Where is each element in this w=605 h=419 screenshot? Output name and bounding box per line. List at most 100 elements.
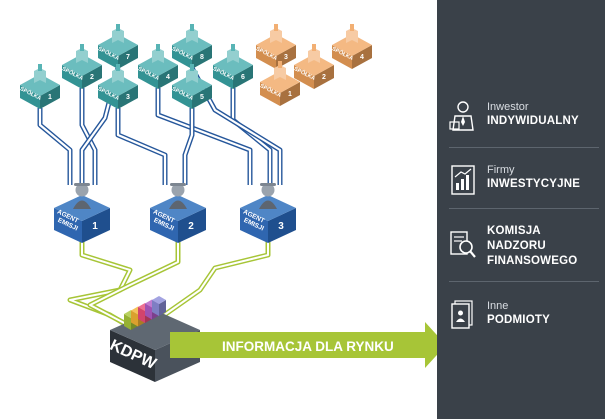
chimney	[116, 64, 120, 71]
company-face-top	[138, 54, 178, 76]
company-face-left	[294, 65, 314, 89]
company-face-top	[98, 74, 138, 96]
recipient-firms-light: Firmy	[487, 164, 515, 176]
company-face-top	[172, 34, 212, 56]
chimney	[350, 24, 354, 31]
company-number: 7	[126, 54, 130, 61]
company-number: 1	[288, 91, 292, 98]
company-face-left	[172, 85, 192, 109]
building-icon	[34, 68, 46, 83]
company-face-right	[192, 45, 212, 69]
green-connector-inner	[149, 238, 269, 326]
company-face-right	[280, 82, 300, 106]
chimney	[312, 44, 316, 51]
kdpw-stack-block	[145, 303, 152, 320]
kdpw-stack-block	[152, 296, 166, 304]
company-face-top	[294, 54, 334, 76]
chimney	[190, 64, 194, 71]
person-head	[261, 183, 275, 197]
person-hat	[170, 183, 186, 186]
company-face-left	[260, 82, 280, 106]
company-face-left	[172, 45, 192, 69]
chimney	[80, 44, 84, 51]
connector-line-inner	[116, 108, 167, 185]
kdpw-stack-block	[124, 314, 131, 330]
person-hat	[260, 183, 276, 186]
company-number: 2	[322, 74, 326, 81]
chimney	[156, 44, 160, 51]
company-face-left	[98, 85, 118, 109]
recipient-others-light: Inne	[487, 300, 509, 312]
commission-icon	[449, 228, 477, 262]
agent-face-left	[54, 208, 82, 243]
company-number: 3	[284, 54, 288, 61]
person-hat	[74, 183, 90, 186]
recipient-commission-line-2: NADZORU	[487, 240, 546, 252]
market-arrow: INFORMACJA DLA RYNKU	[170, 322, 437, 368]
company-face-right	[158, 65, 178, 89]
company-number: 1	[48, 94, 52, 101]
person-body	[259, 200, 277, 209]
company-face-right	[192, 85, 212, 109]
building-icon	[227, 48, 239, 63]
firm-icon	[449, 163, 477, 197]
agent-number: 2	[188, 221, 194, 232]
connector-line-inner	[183, 108, 194, 185]
company-number: 4	[166, 74, 170, 81]
company-number: 3	[126, 94, 130, 101]
building-icon	[152, 48, 164, 63]
person-head	[171, 183, 185, 197]
recipient-others-bold: PODMIOTY	[487, 314, 550, 326]
agent-number: 3	[278, 221, 284, 232]
building-icon	[186, 68, 198, 83]
company-number: 5	[200, 94, 204, 101]
company-face-top	[20, 74, 60, 96]
company-face-right	[118, 85, 138, 109]
recipient-firms-bold: INWESTYCYJNE	[487, 178, 581, 190]
building-icon	[76, 48, 88, 63]
separator	[449, 281, 599, 282]
company-face-right	[352, 45, 372, 69]
recipient-commission-line-1: KOMISJA	[487, 225, 541, 237]
chimney	[231, 44, 235, 51]
kdpw-face-left	[110, 330, 155, 382]
company-face-top	[260, 71, 300, 93]
building-icon	[186, 28, 198, 43]
company-number: 2	[90, 74, 94, 81]
agent-face-right	[268, 208, 296, 243]
company-face-top	[332, 34, 372, 56]
arrow-label: INFORMACJA DLA RYNKU	[222, 339, 394, 354]
chimney	[274, 24, 278, 31]
document-icon	[449, 299, 477, 333]
recipient-investor-bold: INDYWIDUALNY	[487, 115, 579, 127]
company-face-right	[314, 65, 334, 89]
chimney	[38, 64, 42, 71]
building-icon	[112, 68, 124, 83]
company-face-top	[98, 34, 138, 56]
building-icon	[308, 48, 320, 63]
company-face-right	[40, 85, 60, 109]
recipient-investor-light: Inwestor	[487, 101, 529, 113]
company-face-right	[118, 45, 138, 69]
kdpw-stack-block	[152, 300, 159, 316]
company-number: 6	[241, 74, 245, 81]
connector-line	[115, 108, 168, 185]
agent-face-left	[240, 208, 268, 243]
company-face-left	[332, 45, 352, 69]
agent-face-right	[178, 208, 206, 243]
company-number: 8	[200, 54, 204, 61]
